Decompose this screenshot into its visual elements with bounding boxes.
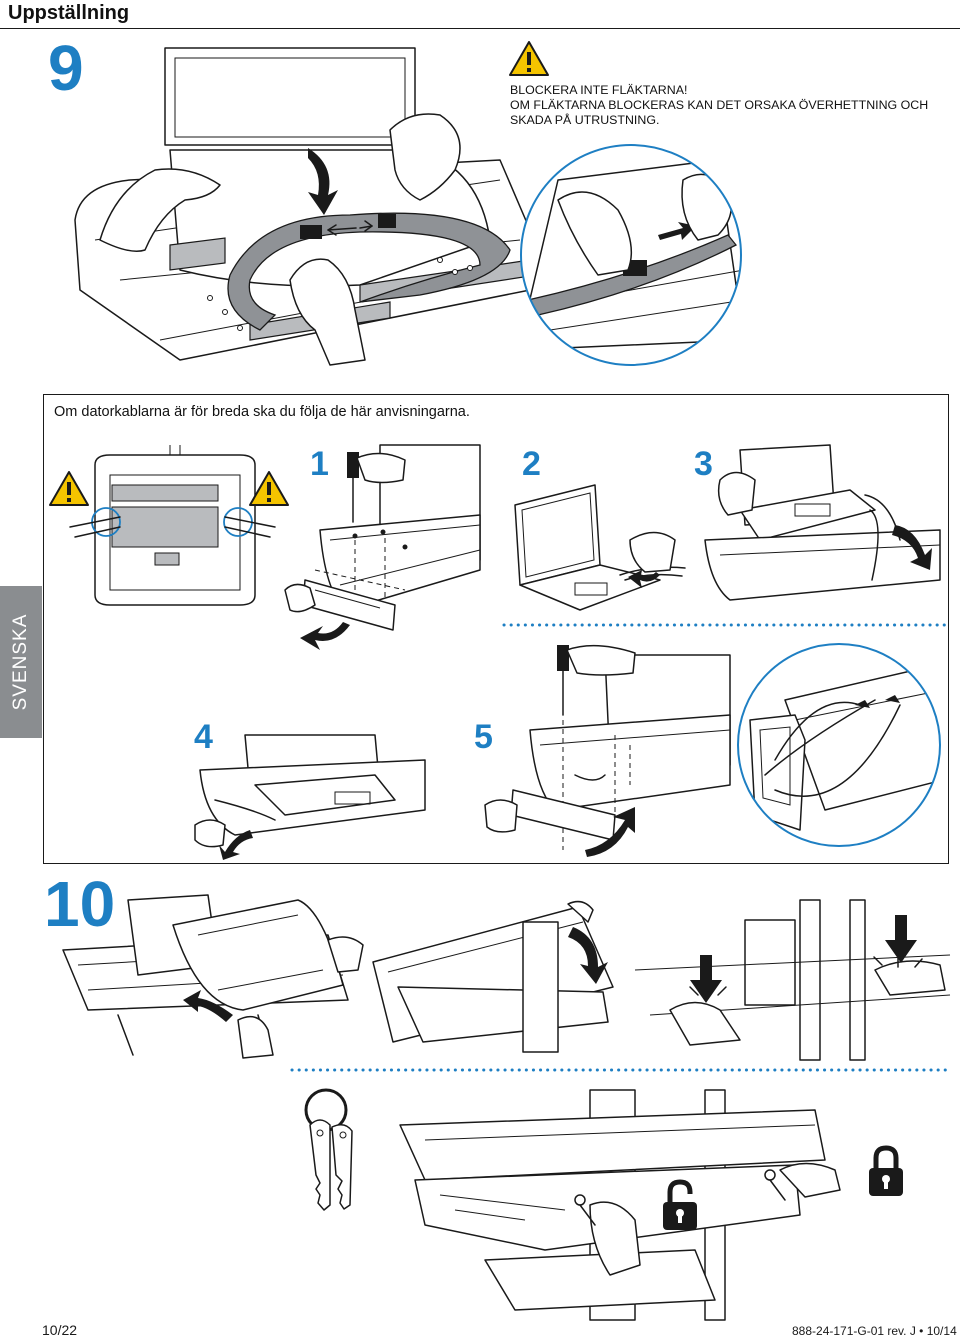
substep5-detail-circle <box>737 643 941 847</box>
step10-cover-illustration <box>372 900 614 1053</box>
substep2-illustration <box>514 484 686 611</box>
step10-lock-illustration <box>399 1089 841 1321</box>
warning-line-3: SKADA PÅ UTRUSTNING. <box>510 113 660 127</box>
step10-press-illustration <box>634 899 951 1061</box>
step9-strap-illustration <box>74 47 531 366</box>
page-header-title: Uppställning <box>8 2 130 24</box>
substep3-illustration <box>704 444 941 601</box>
substep-5: 5 <box>474 718 493 756</box>
substep-3: 3 <box>694 445 713 483</box>
warning-icon <box>509 41 549 76</box>
cable-instructions-note: Om datorkablarna är för breda ska du föl… <box>54 404 470 420</box>
padlock-locked-icon <box>869 1145 903 1196</box>
header-rule <box>0 28 960 29</box>
substep-4: 4 <box>194 718 213 756</box>
step-number-10: 10 <box>44 868 116 940</box>
language-side-tab: SVENSKA <box>0 586 42 738</box>
substep-2: 2 <box>522 445 541 483</box>
step10-divider <box>290 1068 948 1072</box>
cable-box-divider <box>502 623 948 627</box>
warning-line-1: BLOCKERA INTE FLÄKTARNA! <box>510 83 688 97</box>
footer-document-reference: 888-24-171-G-01 rev. J • 10/14 <box>792 1324 957 1338</box>
step9-detail-circle <box>520 144 742 366</box>
substep5-illustration <box>484 644 731 857</box>
keys-icon <box>304 1088 353 1211</box>
substep1-illustration <box>284 444 481 650</box>
substep-1: 1 <box>310 445 329 483</box>
padlock-unlocked-icon <box>663 1179 697 1230</box>
warning-line-2: OM FLÄKTARNA BLOCKERAS KAN DET ORSAKA ÖV… <box>510 98 929 112</box>
warning-icon-left <box>49 471 89 506</box>
cart-top-view <box>69 445 276 606</box>
step10-tray-illustration <box>62 894 364 1059</box>
substep4-illustration <box>194 734 426 860</box>
language-side-tab-label: SVENSKA <box>10 613 31 711</box>
cable-instructions-box <box>43 394 949 864</box>
step-number-9: 9 <box>48 32 84 104</box>
footer-page-number: 10/22 <box>42 1322 78 1338</box>
warning-text: BLOCKERA INTE FLÄKTARNA! OM FLÄKTARNA BL… <box>510 83 928 128</box>
warning-icon-right <box>249 471 289 506</box>
